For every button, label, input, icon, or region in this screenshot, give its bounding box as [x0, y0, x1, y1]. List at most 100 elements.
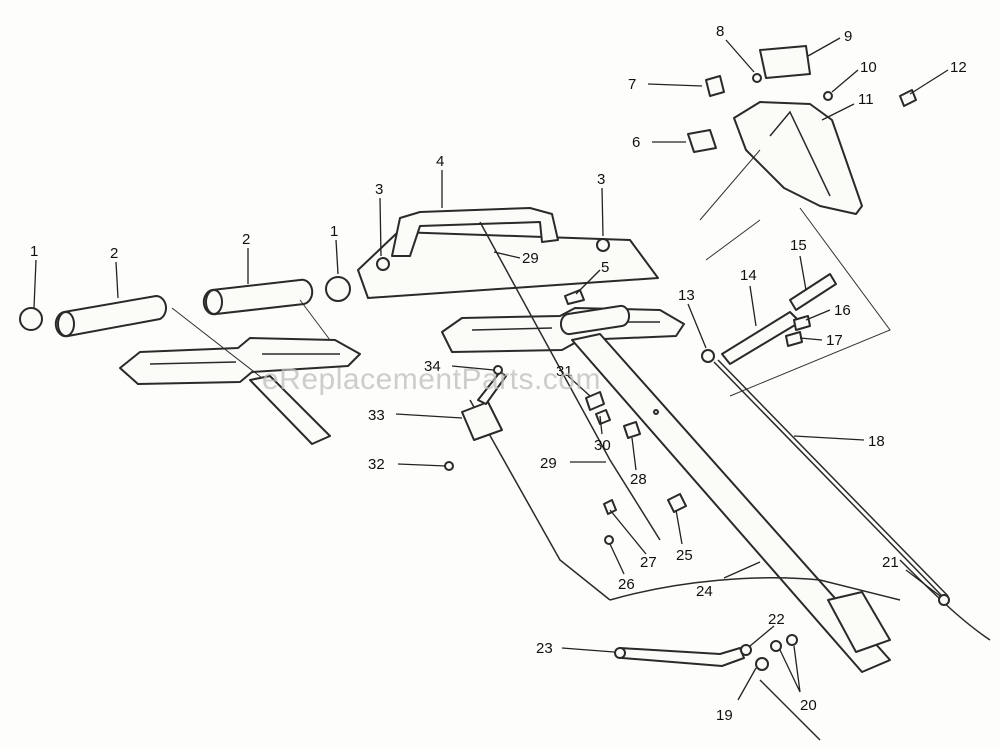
callout-label: 3 — [597, 171, 605, 188]
callout-label: 1 — [30, 243, 38, 260]
leader-line — [599, 415, 603, 435]
callout-label: 24 — [696, 583, 713, 600]
callout-label: 11 — [858, 91, 874, 108]
bolt-part — [376, 257, 390, 271]
callout-label: 2 — [110, 245, 118, 262]
rod-end-part — [938, 594, 950, 606]
control-rod-part — [713, 361, 945, 599]
leader-line — [609, 509, 647, 555]
shaft-part — [249, 375, 331, 445]
leader-line — [807, 37, 841, 57]
bolt-part — [752, 73, 762, 83]
handle-hole — [653, 409, 659, 415]
leader-line — [749, 285, 757, 327]
decal-part — [759, 45, 811, 79]
end-cap-part — [19, 307, 43, 331]
callout-label: 6 — [632, 134, 640, 151]
control-housing-part — [733, 101, 863, 215]
callout-label: 10 — [860, 59, 877, 76]
clip-part — [603, 499, 617, 515]
bracket-arm-part — [477, 371, 507, 405]
callout-label: 12 — [950, 59, 967, 76]
housing-detail — [769, 110, 831, 197]
callout-label: 26 — [618, 576, 635, 593]
washer-part — [740, 644, 752, 656]
small-clip-part — [564, 289, 585, 305]
callout-label: 29 — [522, 250, 539, 267]
callout-label: 30 — [594, 437, 611, 454]
cable-part — [469, 399, 611, 601]
leader-line — [909, 69, 949, 95]
main-handle-tube-part — [571, 333, 891, 673]
callout-label: 17 — [826, 332, 843, 349]
callout-label: 2 — [242, 231, 250, 248]
callout-label: 3 — [375, 181, 383, 198]
bracket-part — [461, 401, 503, 441]
leader-line — [395, 413, 463, 419]
leader-line — [793, 435, 865, 441]
leader-line — [335, 239, 339, 275]
grip-tube-end — [57, 311, 75, 337]
cable-part — [479, 221, 661, 541]
leader-line — [567, 375, 591, 397]
small-part — [785, 331, 803, 347]
callout-label: 16 — [834, 302, 851, 319]
callout-label: 32 — [368, 456, 385, 473]
callout-label: 22 — [768, 611, 785, 628]
leader-line — [675, 509, 683, 545]
callout-label: 4 — [436, 153, 444, 170]
leader-line — [647, 83, 703, 87]
leader-line — [601, 187, 604, 237]
washer-part — [786, 634, 798, 646]
nut-part — [604, 535, 614, 545]
clip-part — [623, 421, 641, 439]
watermark-text: eReplacementParts.com — [262, 363, 601, 396]
leader-line — [779, 645, 801, 693]
callout-label: 7 — [628, 76, 636, 93]
callout-label: 5 — [601, 259, 609, 276]
callout-label: 1 — [330, 223, 338, 240]
grip-tube-end — [205, 289, 223, 315]
pivot-part — [701, 349, 715, 363]
callout-label: 31 — [556, 363, 573, 380]
leader-line — [493, 251, 521, 259]
leader-line — [749, 625, 775, 647]
lever-assembly — [444, 221, 949, 601]
lever-knob-part — [614, 647, 626, 659]
leader-line — [799, 337, 823, 341]
leader-line — [379, 197, 382, 257]
callout-label: 18 — [868, 433, 885, 450]
leader-line — [799, 255, 807, 291]
handle-frame-detail — [149, 353, 340, 365]
mounting-plate-part — [357, 231, 659, 299]
leader-line — [821, 103, 855, 121]
control-rod-part — [717, 359, 949, 597]
callout-label: 9 — [844, 28, 852, 45]
callout-label: 29 — [540, 455, 557, 472]
leader-line — [725, 39, 755, 73]
nut-part — [755, 657, 769, 671]
clip-part — [595, 409, 611, 425]
leader-line — [575, 269, 601, 295]
leader-line — [609, 543, 625, 575]
leader-line — [397, 463, 447, 467]
callout-labels: 1 2 2 1 3 4 3 29 5 6 7 8 9 10 11 12 13 1… — [30, 23, 967, 724]
left-grip-assembly — [19, 276, 361, 445]
callout-label: 21 — [882, 554, 899, 571]
callout-label: 27 — [640, 554, 657, 571]
screw-part — [823, 91, 833, 101]
clip-part — [667, 493, 687, 513]
screw-part — [899, 89, 917, 107]
lower-mounting-assembly — [609, 559, 991, 741]
callout-label: 28 — [630, 471, 647, 488]
callout-label: 13 — [678, 287, 695, 304]
washer-part — [770, 640, 782, 652]
small-part — [705, 75, 725, 97]
callout-label: 19 — [716, 707, 733, 724]
mounting-bracket-part — [827, 591, 891, 653]
assembly-guide-line — [699, 149, 891, 397]
callout-label: 20 — [800, 697, 817, 714]
callout-label: 15 — [790, 237, 807, 254]
